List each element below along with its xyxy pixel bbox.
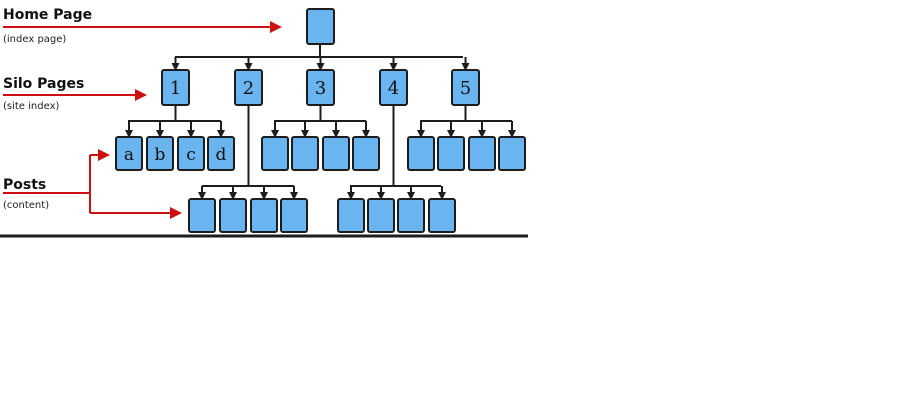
silo-page-label-2: 2	[243, 78, 254, 99]
silo-2-post-box-3	[250, 198, 278, 233]
silo-1-post-box-2	[146, 136, 174, 171]
silo-1-post-label-b: b	[155, 145, 166, 165]
connector-lines	[0, 44, 528, 238]
silo-3-post-box-4	[352, 136, 380, 171]
silo-3-post-box-1	[261, 136, 289, 171]
silo-page-box-1	[161, 69, 190, 106]
posts-label: Posts	[3, 177, 47, 193]
silo-page-box-3	[306, 69, 335, 106]
silo-5-post-box-3	[468, 136, 496, 171]
silo-3-post-box-3	[322, 136, 350, 171]
home-page-label: Home Page	[3, 7, 93, 23]
silo-page-box-4	[379, 69, 408, 106]
silo-1-post-label-c: c	[186, 145, 196, 165]
silo-1-post-label-a: a	[124, 145, 134, 165]
silo-page-box-5	[451, 69, 480, 106]
posts-sublabel: (content)	[3, 200, 50, 211]
home-page-sublabel: (index page)	[3, 34, 67, 45]
silo-2-post-box-4	[280, 198, 308, 233]
silo-4-post-box-4	[428, 198, 456, 233]
silo-1-post-box-3	[177, 136, 205, 171]
silo-1-post-label-d: d	[216, 145, 227, 165]
silo-3-post-box-2	[291, 136, 319, 171]
silo-pages-label: Silo Pages	[3, 76, 85, 92]
red-indicator-arrows	[3, 21, 282, 219]
home-page-box	[306, 8, 335, 45]
silo-4-post-box-2	[367, 198, 395, 233]
silo-page-box-2	[234, 69, 263, 106]
silo-4-post-box-3	[397, 198, 425, 233]
silo-1-post-box-4	[207, 136, 235, 171]
silo-page-label-1: 1	[170, 78, 181, 99]
silo-pages-sublabel: (site index)	[3, 101, 60, 112]
silo-5-post-box-4	[498, 136, 526, 171]
silo-1-post-box-1	[115, 136, 143, 171]
silo-2-post-box-1	[188, 198, 216, 233]
silo-4-post-box-1	[337, 198, 365, 233]
silo-page-label-3: 3	[315, 78, 326, 99]
silo-page-label-4: 4	[388, 78, 399, 99]
silo-2-post-box-2	[219, 198, 247, 233]
silo-page-label-5: 5	[460, 78, 471, 99]
silo-5-post-box-1	[407, 136, 435, 171]
silo-5-post-box-2	[437, 136, 465, 171]
